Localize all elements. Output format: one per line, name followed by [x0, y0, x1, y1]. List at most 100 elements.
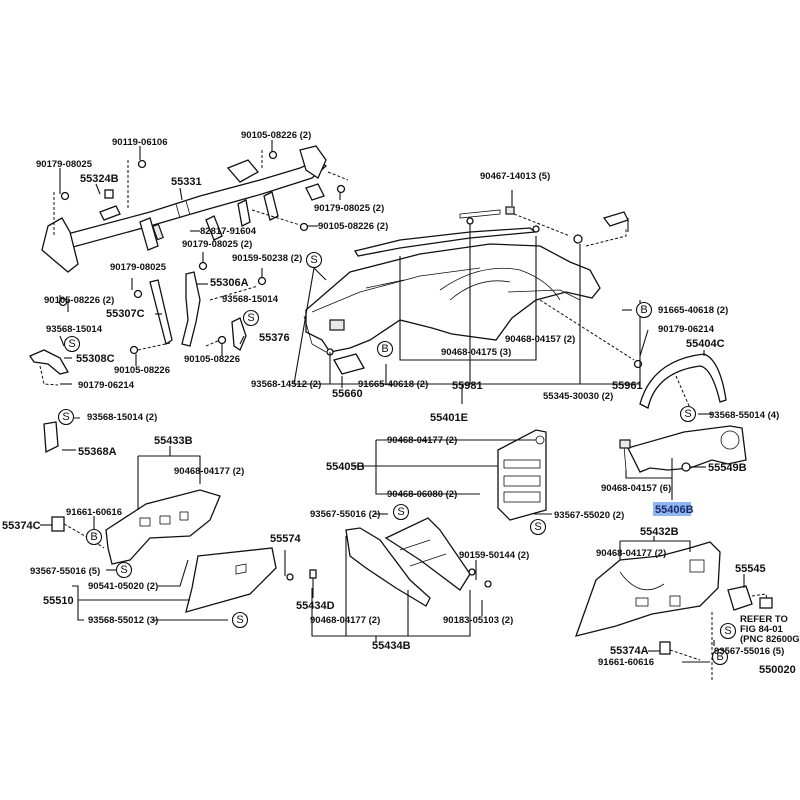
- part-label[interactable]: 90179-08025: [110, 262, 167, 273]
- latch-55374c[interactable]: [51, 516, 65, 532]
- part-label[interactable]: 90159-50144 (2): [459, 550, 529, 561]
- part-label[interactable]: 93567-55016 (5): [714, 646, 784, 657]
- part-label[interactable]: 55324B: [80, 173, 119, 185]
- glove-compartment-55433b[interactable]: [105, 489, 221, 565]
- part-label[interactable]: 91661-60616: [66, 507, 122, 518]
- part-label[interactable]: 55432B: [640, 526, 679, 538]
- part-label[interactable]: 55433B: [154, 435, 193, 447]
- part-label[interactable]: 93568-55014 (4): [709, 410, 779, 421]
- part-label[interactable]: 55434B: [372, 640, 411, 652]
- reference-note: (PNC 82600G): [740, 634, 800, 645]
- s-symbol: S: [392, 503, 410, 521]
- cluster-finish-panel-55406b[interactable]: [627, 425, 747, 473]
- bracket-55307c[interactable]: [149, 279, 173, 346]
- bracket-55306a[interactable]: [181, 271, 201, 347]
- part-label[interactable]: 90179-08025: [36, 159, 93, 170]
- side-trim-55404c[interactable]: [639, 353, 727, 409]
- s-symbol: S: [231, 611, 249, 629]
- part-label[interactable]: 90105-08226 (2): [241, 130, 311, 141]
- part-label[interactable]: 55401E: [430, 412, 468, 424]
- part-label[interactable]: 93568-14512 (2): [251, 379, 321, 390]
- part-label[interactable]: 93568-55012 (3): [88, 615, 158, 626]
- part-label[interactable]: 55549B: [708, 462, 747, 474]
- svg-text:S: S: [68, 338, 75, 350]
- center-cluster-panel-55405b[interactable]: [497, 429, 547, 521]
- part-label[interactable]: 55510: [43, 595, 74, 607]
- part-label[interactable]: 55545: [735, 563, 766, 575]
- lower-left-panel-55432b[interactable]: [574, 541, 721, 637]
- part-label[interactable]: 90179-08025 (2): [314, 203, 384, 214]
- part-label[interactable]: 55434D: [296, 600, 335, 612]
- part-label[interactable]: 55404C: [686, 338, 725, 350]
- part-label[interactable]: 55374C: [2, 520, 41, 532]
- part-label[interactable]: 55574: [270, 533, 301, 545]
- part-label[interactable]: 82817-91604: [200, 226, 257, 237]
- part-label[interactable]: 93567-55016 (5): [30, 566, 100, 577]
- part-label[interactable]: 90468-04157 (2): [505, 334, 575, 345]
- part-label[interactable]: 90159-50238 (2): [232, 253, 302, 264]
- part-label[interactable]: 91665-40618 (2): [358, 379, 428, 390]
- part-label[interactable]: 91665-40618 (2): [658, 305, 728, 316]
- part-label[interactable]: 55981: [452, 380, 483, 392]
- part-label[interactable]: 55368A: [78, 446, 117, 458]
- part-label[interactable]: 90105-08226 (2): [318, 221, 388, 232]
- b-symbol: B: [635, 301, 653, 319]
- part-label[interactable]: 55376: [259, 332, 290, 344]
- svg-text:S: S: [62, 411, 69, 423]
- highlighted-part-label[interactable]: 55406B: [655, 504, 694, 516]
- part-label[interactable]: 90179-06214: [78, 380, 135, 391]
- part-label[interactable]: 93568-15014 (2): [87, 412, 157, 423]
- center-vent-55660[interactable]: [333, 353, 365, 375]
- part-label[interactable]: 55405B: [326, 461, 365, 473]
- s-symbol: S: [63, 335, 81, 353]
- s-symbol: S: [305, 251, 323, 269]
- part-label[interactable]: 90179-08025 (2): [182, 239, 252, 250]
- part-label[interactable]: 55306A: [210, 277, 249, 289]
- part-label[interactable]: 90105-08226: [184, 354, 240, 365]
- part-label[interactable]: 90105-08226 (2): [44, 295, 114, 306]
- svg-text:S: S: [120, 564, 127, 576]
- s-symbol: S: [719, 622, 737, 640]
- part-label[interactable]: 90468-04157 (6): [601, 483, 671, 494]
- part-label[interactable]: 93567-55020 (2): [554, 510, 624, 521]
- s-symbol: S: [242, 309, 260, 327]
- instrument-panel-55401e[interactable]: [303, 243, 601, 353]
- part-label[interactable]: 90468-04175 (3): [441, 347, 511, 358]
- bracket-55376[interactable]: [231, 317, 247, 351]
- part-label[interactable]: 55961: [612, 380, 643, 392]
- glove-box-door-55510[interactable]: [185, 547, 277, 613]
- part-label[interactable]: 90468-04177 (2): [596, 548, 666, 559]
- beam-fasteners: [53, 150, 349, 307]
- part-label[interactable]: 91661-60616: [598, 657, 654, 668]
- part-label[interactable]: 90183-05103 (2): [443, 615, 513, 626]
- part-label[interactable]: 55307C: [106, 308, 145, 320]
- part-label[interactable]: 55331: [171, 176, 202, 188]
- part-label[interactable]: 93568-15014: [222, 294, 279, 305]
- svg-text:S: S: [236, 614, 243, 626]
- part-label[interactable]: 55345-30030 (2): [543, 391, 613, 402]
- svg-text:S: S: [397, 506, 404, 518]
- part-label[interactable]: 55374A: [610, 645, 649, 657]
- highlight-box: [653, 502, 691, 516]
- reinforcement-beam-assembly[interactable]: [41, 145, 328, 273]
- part-label[interactable]: 90468-04177 (2): [174, 466, 244, 477]
- part-label[interactable]: 90468-04177 (2): [387, 435, 457, 446]
- part-label[interactable]: 90468-06080 (2): [387, 489, 457, 500]
- part-label[interactable]: 90119-06106: [112, 137, 167, 148]
- part-label[interactable]: 93568-15014: [46, 324, 103, 335]
- lower-center-panel-55434b[interactable]: [345, 527, 431, 607]
- part-label[interactable]: 90179-06214: [658, 324, 715, 335]
- svg-text:B: B: [716, 651, 723, 663]
- part-label[interactable]: 55308C: [76, 353, 115, 365]
- svg-text:S: S: [724, 625, 731, 637]
- panel-55545[interactable]: [727, 585, 753, 611]
- bracket-55308c[interactable]: [29, 349, 69, 375]
- part-label[interactable]: 90468-04177 (2): [310, 615, 380, 626]
- part-label[interactable]: 55660: [332, 388, 363, 400]
- part-label[interactable]: 90541-05020 (2): [88, 581, 158, 592]
- hinge-55368a[interactable]: [43, 421, 59, 454]
- figure-code: 550020: [759, 664, 796, 676]
- part-label[interactable]: 90105-08226: [114, 365, 170, 376]
- part-label[interactable]: 90467-14013 (5): [480, 171, 550, 182]
- part-label[interactable]: 93567-55016 (2): [310, 509, 380, 520]
